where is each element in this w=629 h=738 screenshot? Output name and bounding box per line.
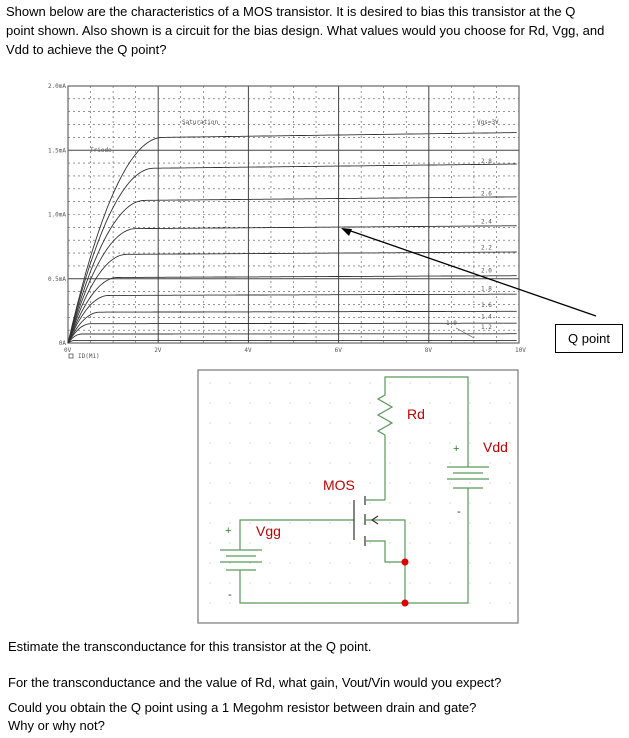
curve-label: 1.8 bbox=[481, 285, 492, 292]
y-tick-label: 1.5mA bbox=[48, 147, 66, 154]
vgg-label: Vgg bbox=[256, 523, 281, 539]
question-why: Why or why not? bbox=[8, 718, 105, 733]
chart-labels: 0V 2V 4V 6V 8V 10V 0A 0.5mA 1.0mA 1.5mA 2.0mA Vgs=3… bbox=[48, 83, 526, 354]
triode-label: Triode bbox=[90, 147, 112, 154]
chart-grid bbox=[67, 85, 520, 344]
x-tick-label: 0V bbox=[64, 347, 72, 354]
x-tick-label: 4V bbox=[244, 347, 252, 354]
body-arrow bbox=[370, 515, 379, 525]
curve-vgs-1.6 bbox=[67, 310, 517, 344]
curve-vgs-2.2 bbox=[67, 251, 517, 344]
curve-label: 1.4 bbox=[481, 314, 492, 321]
chart-curves bbox=[67, 132, 517, 344]
curve-vgs-1.8 bbox=[67, 293, 517, 344]
plot-frame bbox=[67, 85, 520, 344]
vdd-plus: + bbox=[453, 443, 459, 455]
y-tick-label: 2.0mA bbox=[48, 83, 66, 90]
vgg-minus: - bbox=[228, 589, 232, 601]
curve-label: 1.2 bbox=[481, 324, 492, 331]
label-pointer-arrow bbox=[455, 327, 475, 339]
curve-label: 2.4 bbox=[481, 219, 492, 226]
source-lead bbox=[365, 540, 406, 603]
ground-node-dot bbox=[401, 599, 409, 607]
curve-label: 2.0 bbox=[481, 267, 492, 274]
vgg-battery-icon bbox=[220, 549, 262, 571]
mos-label: MOS bbox=[323, 477, 355, 493]
saturation-label: Saturation bbox=[182, 119, 219, 126]
q-point-arrow bbox=[344, 228, 597, 317]
curve-label: 2.8 bbox=[481, 158, 492, 165]
id-vds-chart: 0V 2V 4V 6V 8V 10V 0A 0.5mA 1.0mA 1.5mA 2.0mA Vgs=3… bbox=[48, 83, 597, 360]
vdd-minus: - bbox=[457, 506, 461, 518]
y-tick-label: 1.0mA bbox=[48, 212, 66, 219]
vdd-label: Vdd bbox=[483, 439, 508, 455]
question-transconductance: Estimate the transconductance for this t… bbox=[8, 639, 372, 654]
body-lead bbox=[365, 519, 406, 562]
y-tick-label: 0.5mA bbox=[48, 276, 66, 283]
vdd-battery-icon bbox=[447, 466, 489, 489]
curve-vgs-2.4 bbox=[67, 225, 517, 344]
question-megohm: Could you obtain the Q point using a 1 M… bbox=[8, 700, 477, 715]
curve-label: 1.0 bbox=[446, 320, 457, 327]
curve-vgs-1.2 bbox=[67, 333, 517, 344]
curve-vgs-2.8 bbox=[67, 163, 517, 344]
bottom-wire bbox=[239, 488, 469, 604]
x-tick-label: 2V bbox=[154, 347, 162, 354]
curve-label: 1.6 bbox=[481, 302, 492, 309]
vgg-plus: + bbox=[225, 525, 231, 537]
curve-vgs-3 bbox=[67, 132, 517, 344]
q-point-arrowhead bbox=[341, 228, 352, 236]
curve-label: 2.2 bbox=[481, 244, 492, 251]
rd-resistor-wire bbox=[376, 376, 469, 467]
question-gain: For the transconductance and the value o… bbox=[8, 675, 502, 690]
x-tick-label: 6V bbox=[335, 347, 343, 354]
rd-label: Rd bbox=[407, 406, 425, 422]
curve-vgs-1 bbox=[67, 339, 517, 344]
x-tick-label: 8V bbox=[425, 347, 433, 354]
circuit-frame bbox=[197, 369, 519, 624]
curve-label: 2.6 bbox=[481, 190, 492, 197]
curve-vgs-2.6 bbox=[67, 196, 517, 344]
gate-wire bbox=[239, 519, 354, 550]
schematic-grid-dots bbox=[209, 382, 511, 604]
curve-vgs-2 bbox=[67, 275, 517, 344]
curve-vgs-1.4 bbox=[67, 322, 517, 344]
legend-marker bbox=[68, 353, 74, 359]
problem-statement: Shown below are the characteristics of a… bbox=[6, 4, 605, 57]
q-point-label: Q point bbox=[555, 324, 623, 353]
curve-label: Vgs=3V bbox=[477, 119, 499, 126]
source-node-dot bbox=[401, 558, 409, 566]
y-tick-label: 0A bbox=[59, 340, 67, 347]
legend-id-m1: ID(M1) bbox=[78, 353, 100, 360]
x-tick-label: 10V bbox=[515, 347, 526, 354]
